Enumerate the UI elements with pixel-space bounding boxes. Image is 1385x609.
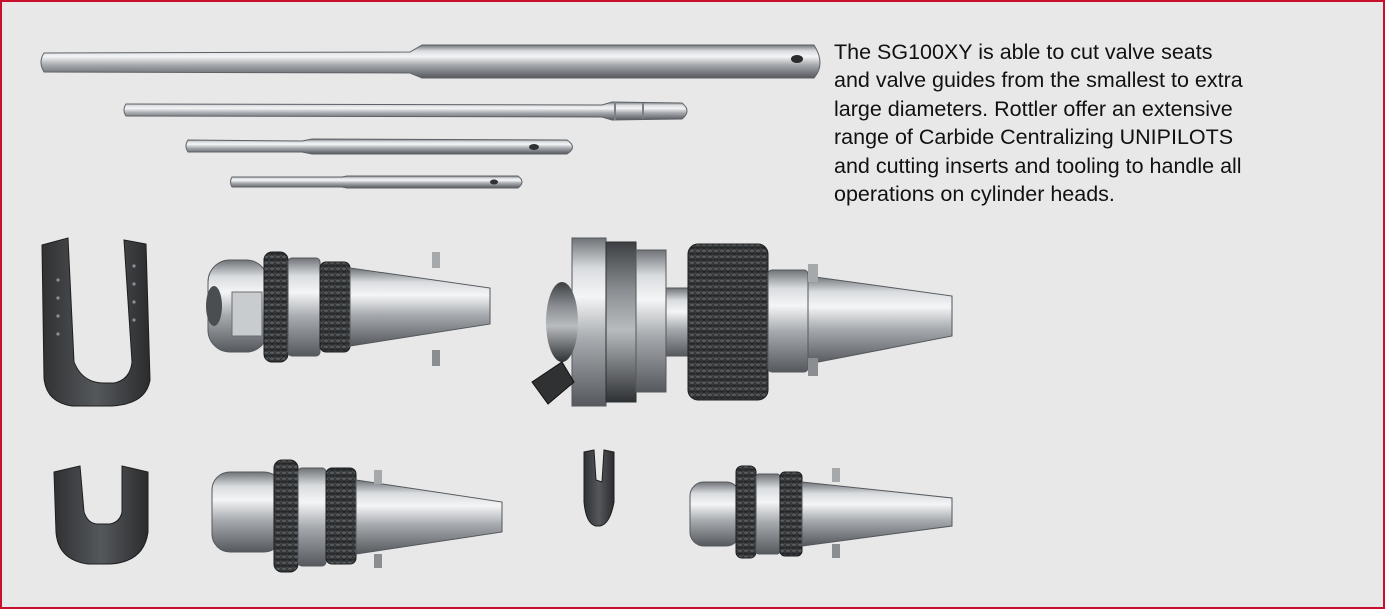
pilot-large [40,44,821,79]
cutter-holder-large [41,237,151,407]
cutter-holder-small [53,465,149,565]
collet-chuck-bottom [211,459,503,573]
collet-chuck-medium [206,251,491,366]
description-line: and cutting inserts and tooling to handl… [834,153,1242,178]
description-text: The SG100XY is able to cut valve seats a… [834,38,1379,208]
description-line: operations on cylinder heads. [834,182,1115,207]
description-line: range of Carbide Centralizing UNIPILOTS [834,125,1234,150]
collet-chuck-small [689,465,953,559]
description-line: and valve guides from the smallest to ex… [834,68,1243,93]
pilot-medium [123,101,688,121]
cutter-holder-tiny [583,449,615,527]
description-line: large diameters. Rottler offer an extens… [834,96,1233,121]
pilot-small [185,138,573,155]
pilot-smallest [230,175,523,189]
description-line: The SG100XY is able to cut valve seats [834,40,1213,64]
boring-head [531,237,953,407]
